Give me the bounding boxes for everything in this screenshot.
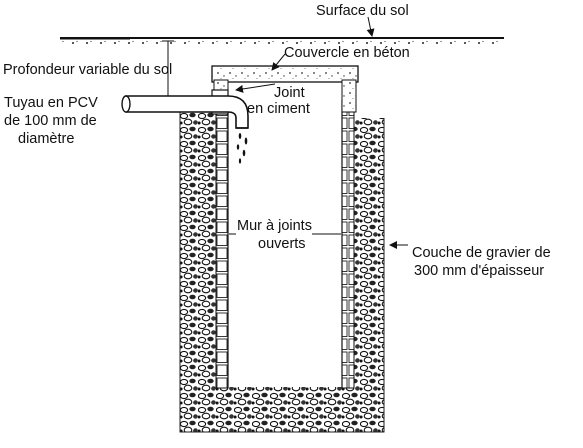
surface-label: Surface du sol bbox=[316, 3, 409, 19]
gravel-layer bbox=[179, 112, 385, 433]
depth-label: Profondeur variable du sol bbox=[3, 62, 173, 78]
cover-label: Couvercle en béton bbox=[284, 45, 410, 61]
leader-lines bbox=[229, 16, 408, 249]
pit-walls bbox=[215, 99, 355, 389]
pipe-label-line3: diamètre bbox=[18, 131, 75, 147]
joint-label-line1: Joint bbox=[274, 85, 305, 101]
wall-label-line2: ouverts bbox=[258, 236, 306, 252]
pipe-label-line2: de 100 mm de bbox=[4, 113, 97, 129]
pit-interior bbox=[229, 101, 341, 387]
gravel-label-line1: Couche de gravier de bbox=[412, 245, 551, 261]
depth-dimension bbox=[162, 40, 174, 96]
water-drops bbox=[236, 133, 248, 164]
pipe-label-line1: Tuyau en PCV bbox=[4, 95, 98, 111]
ground-surface bbox=[60, 37, 504, 46]
pvc-pipe bbox=[121, 95, 249, 129]
gravel-label-line2: 300 mm d'épaisseur bbox=[414, 263, 545, 279]
wall-label-line1: Mur à joints bbox=[237, 218, 312, 234]
joint-label-line2: en ciment bbox=[247, 101, 310, 117]
